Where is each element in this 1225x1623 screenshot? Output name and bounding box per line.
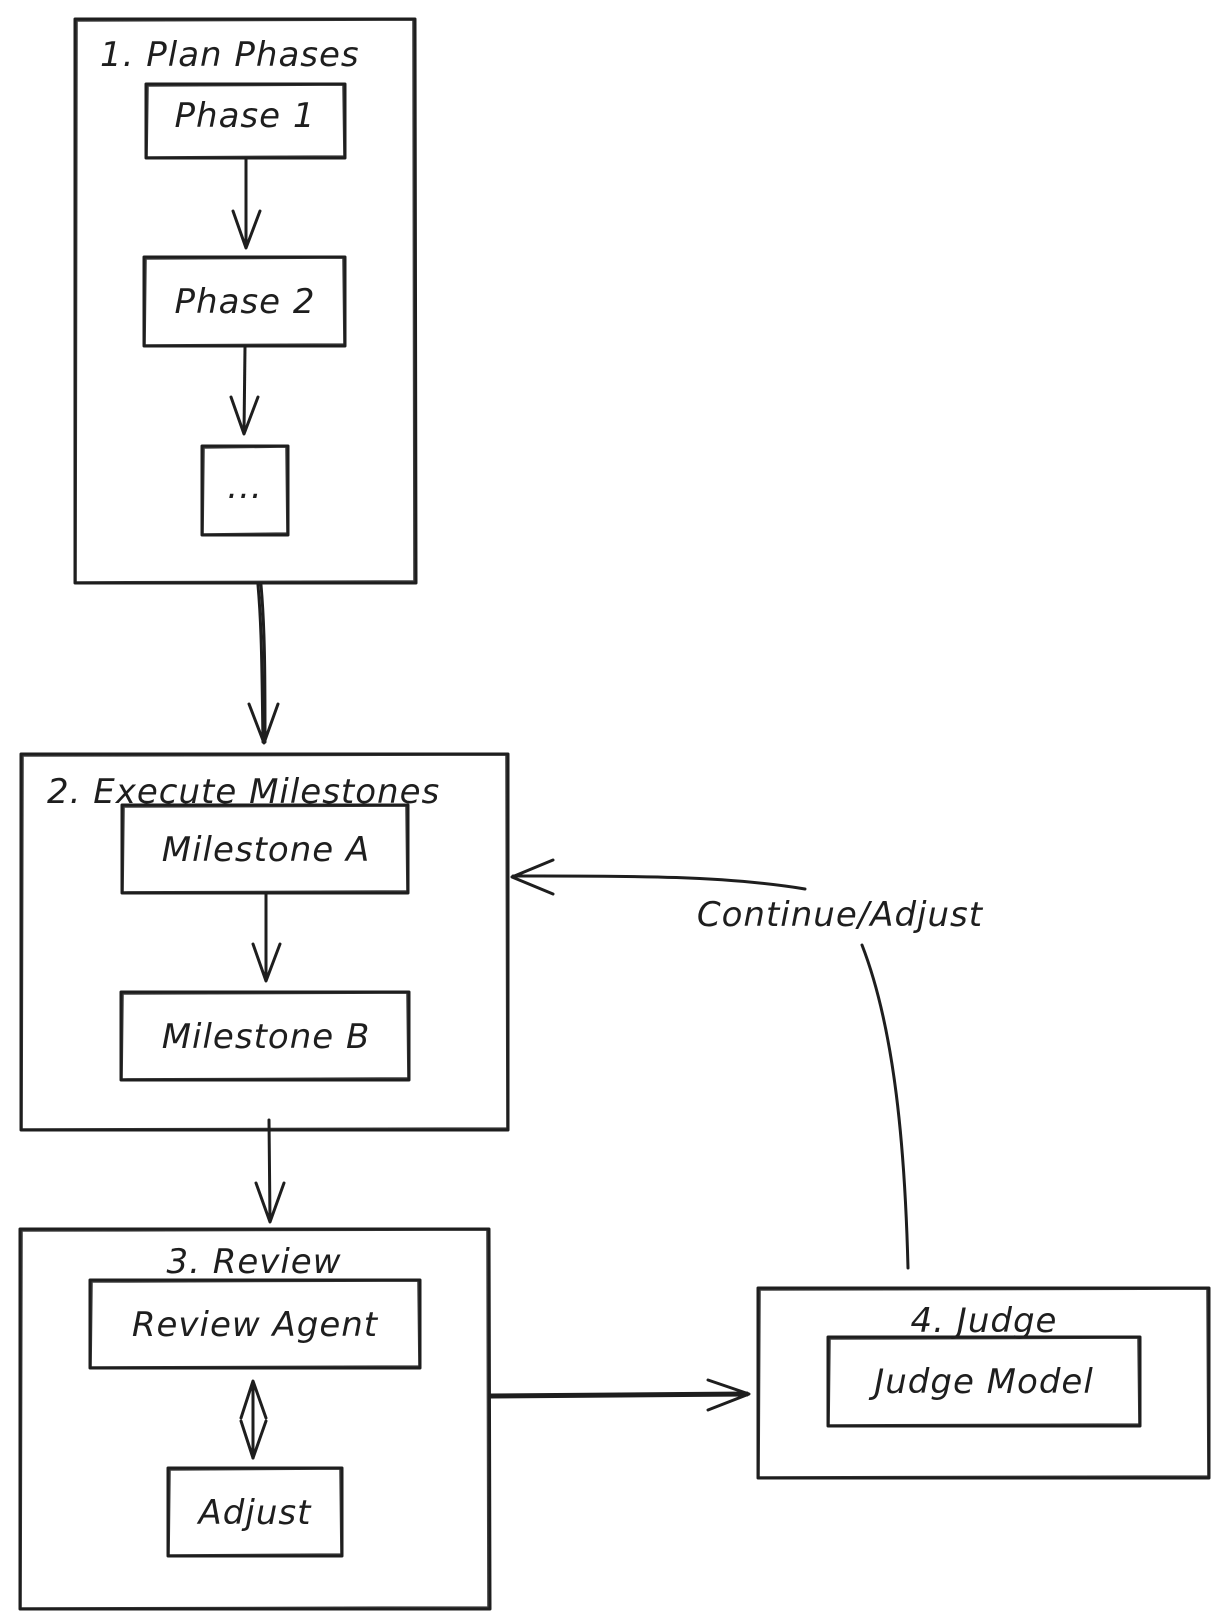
node-label: Phase 1 (175, 96, 316, 136)
node-label: Adjust (197, 1493, 313, 1533)
group-plan-phases[interactable]: 1. Plan Phases (73, 17, 418, 585)
group-review[interactable]: 3. Review (18, 1227, 492, 1611)
node-phase-1[interactable]: Phase 1 (144, 82, 347, 160)
group-title-review: 3. Review (166, 1242, 341, 1282)
node-review-agent[interactable]: Review Agent (88, 1278, 422, 1370)
edge-plan-to-execute (247, 583, 280, 745)
edge-execute-to-review (254, 1118, 286, 1224)
group-title-judge: 4. Judge (911, 1301, 1058, 1341)
edge-label-continue-adjust: Continue/Adjust (697, 895, 984, 935)
edge-review-agent-adjust-bidirectional (239, 1379, 268, 1460)
node-label: Review Agent (132, 1305, 379, 1345)
group-judge[interactable]: 4. Judge (756, 1286, 1211, 1480)
node-adjust[interactable]: Adjust (166, 1466, 344, 1558)
node-label: ... (227, 467, 262, 507)
node-milestone-b[interactable]: Milestone B (119, 990, 411, 1082)
edge-phase1-to-phase2 (231, 157, 262, 250)
edge-milestone-a-to-b (251, 892, 282, 983)
edge-review-to-judge (489, 1378, 751, 1412)
node-label: Milestone B (162, 1017, 371, 1057)
edge-phase2-to-etc (229, 345, 260, 436)
edge-judge-to-execute-feedback: Continue/Adjust (510, 858, 984, 1270)
node-phase-etc[interactable]: ... (200, 444, 290, 537)
node-judge-model[interactable]: Judge Model (826, 1335, 1142, 1428)
node-label: Judge Model (868, 1362, 1094, 1402)
node-milestone-a[interactable]: Milestone A (120, 803, 410, 895)
node-phase-2[interactable]: Phase 2 (142, 255, 347, 348)
group-title-plan: 1. Plan Phases (100, 35, 360, 75)
node-label: Milestone A (162, 830, 371, 870)
node-label: Phase 2 (175, 282, 316, 322)
